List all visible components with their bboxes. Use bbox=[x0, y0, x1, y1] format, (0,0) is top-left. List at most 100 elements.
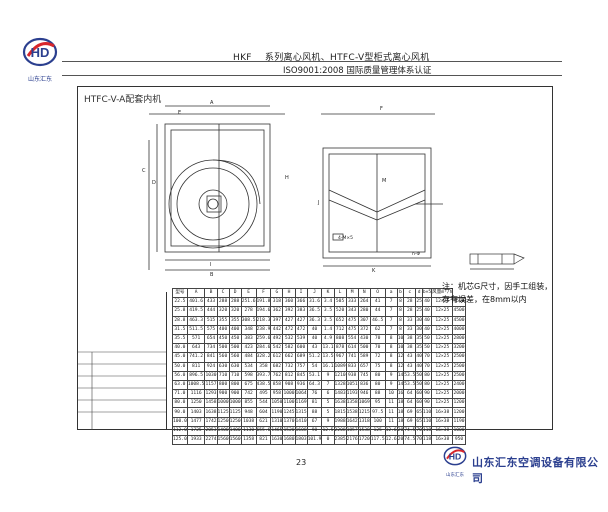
spec-cell: 16×38 bbox=[431, 407, 454, 418]
spec-cell: 45.0 bbox=[172, 352, 188, 363]
dim-h-label: H bbox=[285, 175, 289, 181]
spec-cell: 360 bbox=[282, 297, 296, 308]
footer-logo-emblem-icon: HD bbox=[443, 446, 467, 466]
spec-cell: 117.5 bbox=[369, 434, 386, 446]
spec-cell: 12 bbox=[396, 361, 405, 372]
spec-cell: 355 bbox=[228, 315, 242, 326]
spec-cell: 16.1 bbox=[321, 361, 335, 372]
spec-cell: 1169 bbox=[294, 398, 308, 409]
spec-cell: 1358 bbox=[240, 434, 257, 446]
spec-cell: 621 bbox=[255, 416, 272, 427]
spec-cell: 463.3 bbox=[186, 315, 206, 326]
spec-cell: 419.5 bbox=[186, 306, 206, 317]
spec-cell: 81 bbox=[306, 398, 323, 409]
spec-cell: 80 bbox=[369, 379, 386, 391]
spec-cell: 5 bbox=[321, 407, 335, 418]
spec-cell: 1125 bbox=[228, 407, 242, 418]
spec-cell: 2176 bbox=[345, 434, 359, 446]
spec-cell: 542 bbox=[270, 343, 284, 354]
spec-cell: 33 bbox=[403, 324, 417, 335]
spec-cell: 4000 bbox=[452, 324, 466, 335]
dim-j-label: J bbox=[318, 200, 320, 206]
spec-cell: 1933 bbox=[186, 434, 206, 446]
side-view-drawing bbox=[321, 113, 443, 267]
spec-cell: 74.5 bbox=[403, 425, 417, 437]
spec-cell: 40 bbox=[415, 361, 423, 372]
spec-cell: 442 bbox=[270, 324, 284, 335]
spec-cell: 1245 bbox=[282, 407, 296, 418]
spec-cell: 38 bbox=[403, 343, 417, 354]
spec-cell: 11 bbox=[384, 398, 398, 409]
spec-cell: 1064 bbox=[294, 389, 308, 400]
spec-cell: 36.3 bbox=[306, 315, 323, 326]
model-label: HTFC-V-A配套内机 bbox=[84, 95, 162, 105]
spec-cell: 554 bbox=[345, 333, 359, 345]
spec-cell: 500 bbox=[216, 343, 230, 354]
spec-cell: 40.0 bbox=[172, 343, 188, 354]
spec-cell: 69 bbox=[403, 407, 417, 418]
spec-cell: 358 bbox=[255, 361, 272, 372]
spec-cell: 98 bbox=[306, 425, 323, 437]
shaft-detail-drawing bbox=[469, 253, 525, 270]
front-view-drawing bbox=[148, 105, 285, 271]
spec-header-cell: G bbox=[270, 287, 284, 299]
spec-cell: 60 bbox=[415, 389, 423, 400]
spec-cell: 12×25 bbox=[431, 389, 454, 400]
spec-cell: 30 bbox=[415, 315, 423, 326]
page-number: 23 bbox=[296, 458, 307, 467]
spec-header-cell: H bbox=[282, 287, 296, 299]
spec-cell: 2208 bbox=[333, 425, 347, 437]
spec-cell: 12×25 bbox=[431, 306, 454, 317]
spec-cell: 630 bbox=[228, 361, 242, 372]
spec-cell: 383 bbox=[294, 306, 308, 317]
spec-cell: 472 bbox=[282, 324, 296, 335]
spec-cell: 589 bbox=[357, 352, 371, 363]
spec-header-cell: D bbox=[228, 287, 242, 299]
spec-cell: 1200 bbox=[452, 398, 466, 409]
spec-cell: 1560 bbox=[216, 434, 230, 446]
spec-cell: 238.9 bbox=[255, 324, 272, 335]
spec-cell: 69 bbox=[403, 416, 417, 427]
spec-cell: 9 bbox=[384, 370, 398, 381]
spec-cell: 400 bbox=[228, 324, 242, 335]
spec-cell: 284.6 bbox=[255, 343, 272, 354]
header-rule-top bbox=[62, 61, 562, 62]
spec-cell: 600 bbox=[294, 343, 308, 354]
spec-header-cell: A bbox=[186, 287, 206, 299]
spec-cell: 3.4 bbox=[321, 297, 335, 308]
svg-text:HD: HD bbox=[31, 45, 50, 60]
spec-cell: 1538 bbox=[345, 407, 359, 418]
spec-cell: 40 bbox=[415, 352, 423, 363]
spec-cell: 400 bbox=[216, 324, 230, 335]
spec-cell: 33 bbox=[403, 315, 417, 326]
spec-cell: 355 bbox=[216, 315, 230, 326]
spec-cell: 259.6 bbox=[255, 333, 272, 345]
header-logo-text: 山东汇东 bbox=[27, 76, 52, 83]
spec-cell: 1.4 bbox=[321, 324, 335, 335]
header-series-line: HKF 系列离心风机、HTFC-V型柜式离心风机 bbox=[233, 50, 430, 63]
spec-cell: 950 bbox=[452, 434, 466, 446]
spec-cell: 70 bbox=[415, 434, 423, 446]
spec-cell: 110 bbox=[421, 407, 433, 418]
spec-cell: 450 bbox=[216, 333, 230, 345]
spec-cell: 1725 bbox=[186, 425, 206, 437]
spec-cell: 12×25 bbox=[431, 398, 454, 409]
spec-cell: 251.6 bbox=[240, 297, 257, 308]
spec-cell: 70 bbox=[421, 361, 433, 372]
spec-cell: 20 bbox=[396, 425, 405, 437]
spec-cell: 855 bbox=[240, 398, 257, 409]
spec-cell: 757 bbox=[294, 361, 308, 372]
spec-cell: 22.5 bbox=[172, 297, 188, 308]
spec-cell: 7 bbox=[321, 379, 335, 391]
spec-cell: 946 bbox=[357, 389, 371, 400]
spec-cell: 40 bbox=[421, 297, 433, 308]
dim-a-label: A bbox=[210, 100, 214, 106]
spec-cell: 858 bbox=[270, 379, 284, 391]
spec-cell: 1680 bbox=[282, 434, 296, 446]
spec-cell: 8 bbox=[384, 361, 398, 372]
header-series-title: 系列离心风机、HTFC-V型柜式离心风机 bbox=[264, 53, 430, 63]
spec-cell: 16 bbox=[396, 389, 405, 400]
